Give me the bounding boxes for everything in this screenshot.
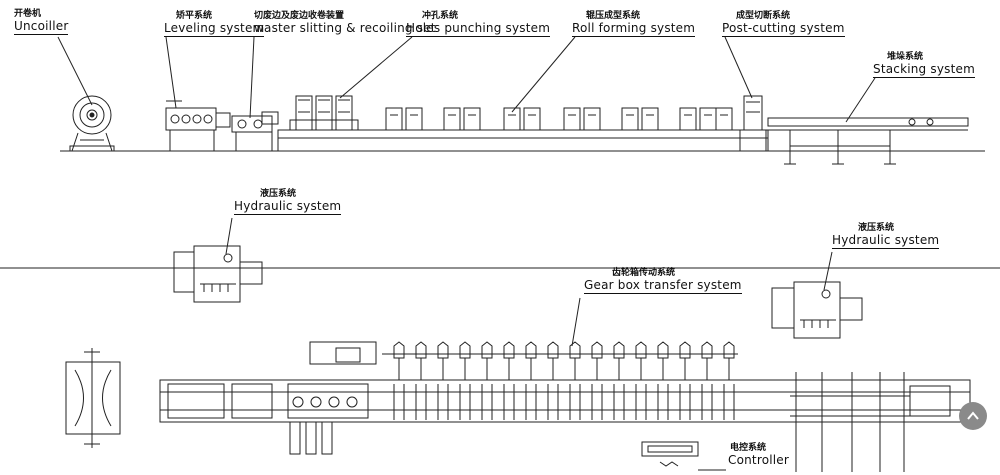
main-frame-plan xyxy=(159,379,971,455)
label-slitting: 切废边及废边收卷装置 waster slitting & recoiling s… xyxy=(254,11,436,35)
label-controller-cn: 电控系统 xyxy=(730,443,767,453)
leader-lines-top xyxy=(57,36,876,123)
label-rollforming-en: Roll forming system xyxy=(572,21,696,37)
label-slitting-en: waster slitting & recoiling set xyxy=(254,21,436,35)
hydraulic-unit-left xyxy=(173,217,263,303)
controller-box xyxy=(641,441,726,471)
gearbox-row xyxy=(309,297,738,420)
label-controller-en: Controller xyxy=(728,453,790,467)
label-hydraulic-right-en: Hydraulic system xyxy=(832,233,940,249)
label-postcut-en: Post-cutting system xyxy=(722,21,845,37)
label-stacking-cn: 堆垛系统 xyxy=(887,52,924,62)
hydraulic-unit-right xyxy=(771,251,863,339)
label-hydraulic-left-en: Hydraulic system xyxy=(234,199,342,215)
label-stacking: 堆垛系统 Stacking system xyxy=(873,52,975,78)
post-cutting-machine xyxy=(739,95,767,152)
uncoiler-plan xyxy=(65,348,121,448)
label-holes-cn: 冲孔系统 xyxy=(422,11,459,21)
label-hydraulic-left-cn: 液压系统 xyxy=(260,189,297,199)
label-hydraulic-right: 液压系统 Hydraulic system xyxy=(832,223,940,249)
roll-forming-stands-elevation xyxy=(385,107,733,131)
label-uncoiler-cn: 开卷机 xyxy=(14,9,42,19)
stacking-plan xyxy=(790,372,951,472)
label-stacking-en: Stacking system xyxy=(873,62,975,78)
label-leveling-cn: 矫平系统 xyxy=(176,11,213,21)
label-leveling-en: Leveling system xyxy=(164,21,265,37)
label-leveling: 矫平系统 Leveling system xyxy=(164,11,265,37)
uncoiler-machine xyxy=(69,95,115,152)
label-gearbox: 齿轮箱传动系统 Gear box transfer system xyxy=(584,268,742,294)
label-uncoiler: 开卷机 Uncoiller xyxy=(14,9,69,35)
main-base-frame xyxy=(277,129,769,152)
punching-presses xyxy=(289,95,359,131)
stacking-table-elevation xyxy=(767,117,969,165)
label-gearbox-en: Gear box transfer system xyxy=(584,278,742,294)
label-holes: 冲孔系统 Holes punching system xyxy=(406,11,551,37)
label-postcut-cn: 成型切断系统 xyxy=(736,11,791,21)
label-rollforming: 辊压成型系统 Roll forming system xyxy=(572,11,696,37)
label-uncoiler-en: Uncoiller xyxy=(14,19,69,35)
label-rollforming-cn: 辊压成型系统 xyxy=(586,11,641,21)
label-hydraulic-left: 液压系统 Hydraulic system xyxy=(234,189,342,215)
label-hydraulic-right-cn: 液压系统 xyxy=(858,223,895,233)
slitting-recoiling-machine xyxy=(231,111,279,152)
label-slitting-cn: 切废边及废边收卷装置 xyxy=(254,11,345,21)
label-postcut: 成型切断系统 Post-cutting system xyxy=(722,11,845,37)
scroll-to-top-button[interactable] xyxy=(959,402,987,430)
label-gearbox-cn: 齿轮箱传动系统 xyxy=(612,268,676,278)
label-holes-en: Holes punching system xyxy=(406,21,551,37)
label-controller: 电控系统 Controller xyxy=(728,443,789,467)
chevron-up-icon xyxy=(967,411,979,420)
leveling-machine xyxy=(165,100,231,152)
